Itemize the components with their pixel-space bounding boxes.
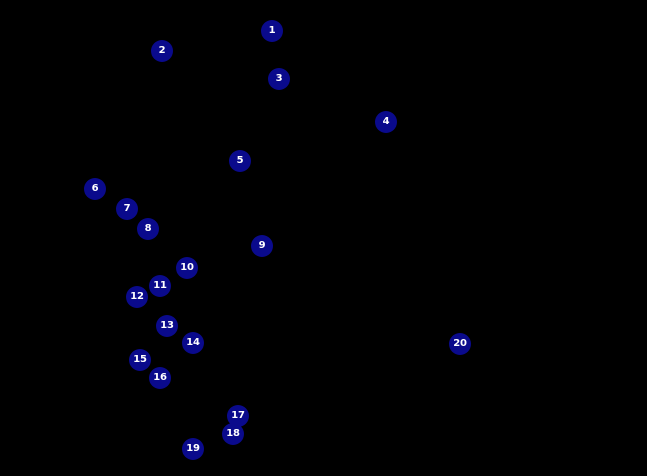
- graph-node[interactable]: 12: [126, 286, 148, 308]
- graph-node[interactable]: 16: [149, 367, 171, 389]
- graph-node-label: 1: [268, 25, 276, 36]
- graph-node-label: 16: [153, 372, 167, 383]
- graph-node-label: 8: [144, 223, 152, 234]
- graph-node-label: 6: [91, 183, 99, 194]
- graph-node[interactable]: 14: [182, 332, 204, 354]
- graph-node[interactable]: 11: [149, 275, 171, 297]
- graph-node[interactable]: 18: [222, 423, 244, 445]
- graph-node-label: 4: [382, 116, 390, 127]
- graph-node[interactable]: 4: [375, 111, 397, 133]
- graph-node[interactable]: 1: [261, 20, 283, 42]
- graph-node[interactable]: 15: [129, 349, 151, 371]
- graph-node-label: 18: [226, 428, 240, 439]
- graph-node-label: 17: [231, 410, 245, 421]
- graph-node-label: 13: [160, 320, 174, 331]
- graph-node[interactable]: 10: [176, 257, 198, 279]
- graph-node-label: 20: [453, 338, 467, 349]
- graph-node[interactable]: 3: [268, 68, 290, 90]
- graph-node[interactable]: 6: [84, 178, 106, 200]
- graph-node-label: 12: [130, 291, 144, 302]
- graph-node[interactable]: 2: [151, 40, 173, 62]
- graph-node-label: 5: [236, 155, 244, 166]
- graph-node[interactable]: 20: [449, 333, 471, 355]
- graph-node[interactable]: 19: [182, 438, 204, 460]
- graph-node-label: 10: [180, 262, 194, 273]
- graph-node[interactable]: 8: [137, 218, 159, 240]
- graph-node[interactable]: 7: [116, 198, 138, 220]
- graph-node-label: 9: [258, 240, 266, 251]
- graph-node-label: 14: [186, 337, 200, 348]
- graph-node[interactable]: 13: [156, 315, 178, 337]
- graph-node-label: 2: [158, 45, 166, 56]
- graph-node-label: 7: [123, 203, 131, 214]
- graph-node-label: 19: [186, 443, 200, 454]
- graph-node-label: 3: [275, 73, 283, 84]
- graph-node[interactable]: 5: [229, 150, 251, 172]
- graph-node[interactable]: 9: [251, 235, 273, 257]
- graph-node-label: 15: [133, 354, 147, 365]
- graph-node[interactable]: 17: [227, 405, 249, 427]
- graph-node-label: 11: [153, 280, 167, 291]
